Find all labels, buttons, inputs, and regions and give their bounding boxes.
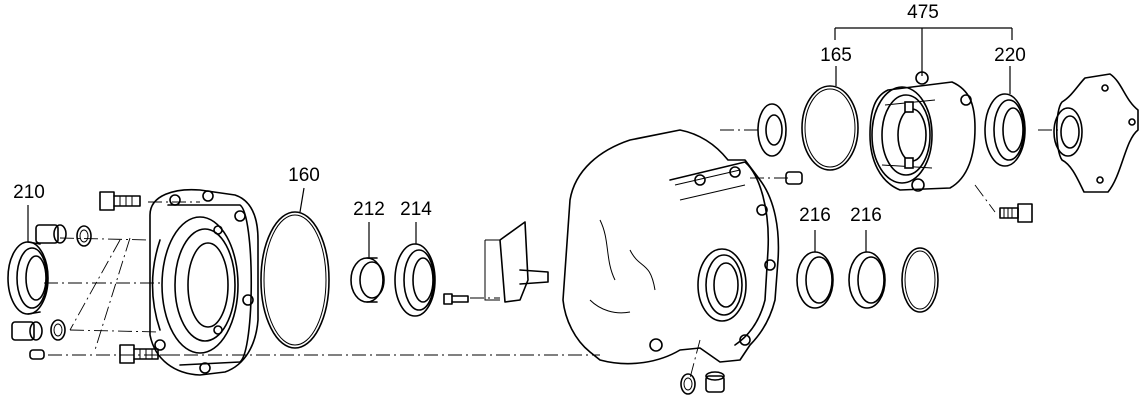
snap-ring-216-b: [848, 251, 886, 309]
callout-216-left: 216: [799, 205, 831, 226]
callout-212: 212: [353, 199, 385, 220]
leader-lines: [27, 27, 1013, 258]
main-case-housing: [562, 129, 780, 365]
plug-bottom-left: [11, 319, 66, 360]
callout-165: 165: [820, 45, 852, 66]
plug-bottom-center: [680, 371, 725, 395]
bolt-upper-left: [99, 191, 141, 211]
bolt-right: [999, 203, 1033, 223]
callout-220: 220: [994, 45, 1026, 66]
o-ring-right: [901, 247, 939, 313]
o-ring-165: [801, 85, 859, 171]
thrust-washer: [757, 103, 787, 157]
oil-seal-214: [394, 243, 436, 317]
callout-210: 210: [13, 182, 45, 203]
bracket-plate: [484, 221, 549, 303]
callout-214: 214: [400, 199, 432, 220]
snap-ring-216-a: [796, 251, 834, 309]
oil-seal-220: [984, 93, 1026, 167]
adapter-housing: [149, 188, 259, 376]
o-ring-160: [260, 211, 330, 349]
bolt-lower-left: [119, 344, 159, 364]
plug-top-left: [35, 224, 92, 247]
companion-flange: [1053, 73, 1139, 193]
bearing-retainer-475: [869, 71, 976, 192]
oil-seal-210: [7, 241, 49, 315]
bearing-race-212: [350, 257, 385, 303]
callout-160: 160: [288, 165, 320, 186]
callout-475: 475: [907, 2, 939, 23]
plug-top-center: [785, 171, 803, 185]
bolt-center: [443, 293, 469, 305]
callout-216-right: 216: [850, 205, 882, 226]
